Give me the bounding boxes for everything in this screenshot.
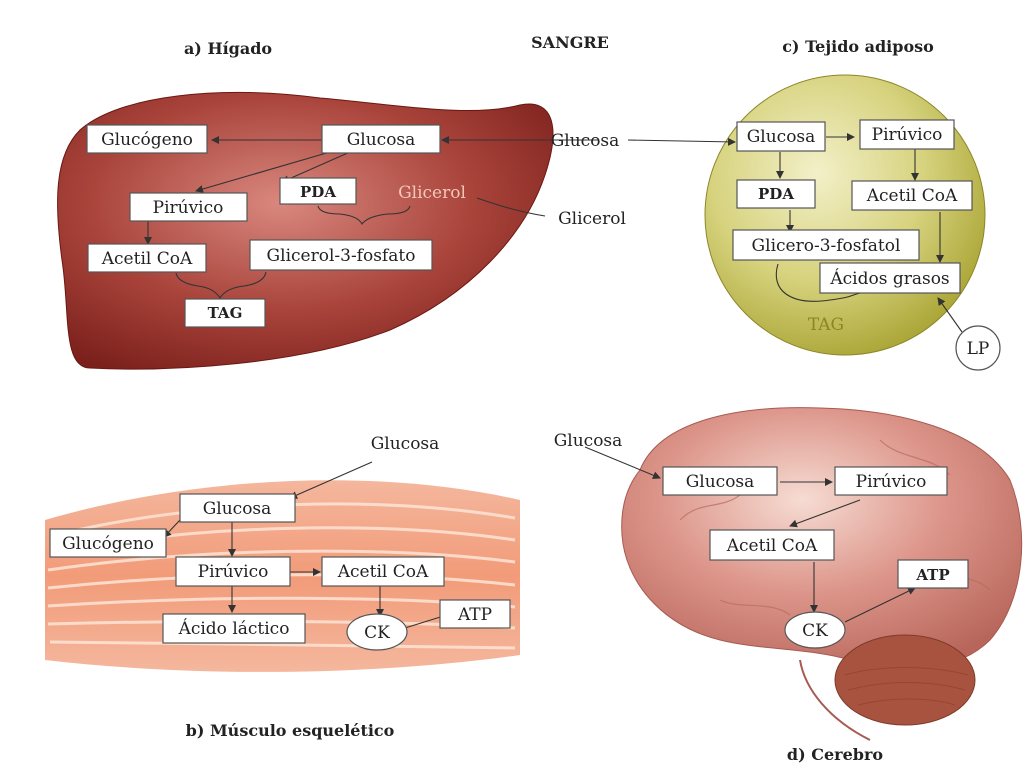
liver-acetil-box: Acetil CoA xyxy=(87,243,207,273)
muscle-acido-box: Ácido láctico xyxy=(162,613,306,644)
liver-pda: PDA xyxy=(300,183,336,201)
adipose-glicero3-box: Glicero-3-fosfatol xyxy=(732,229,920,261)
adipose-glucosa-box: Glucosa xyxy=(736,121,826,152)
muscle-glucogeno-box: Glucógeno xyxy=(49,528,167,558)
adipose-glucosa: Glucosa xyxy=(747,127,816,147)
adipose-glicero3: Glicero-3-fosfatol xyxy=(752,236,901,256)
adipose-lp-circle: LP xyxy=(955,325,1001,371)
brain-glucosa: Glucosa xyxy=(686,472,755,492)
muscle-ck: CK xyxy=(364,623,390,643)
brain-atp: ATP xyxy=(915,566,949,584)
brain-glucosa-box: Glucosa xyxy=(662,466,778,496)
adipose-acetil-box: Acetil CoA xyxy=(851,180,973,211)
liver-acetil-coa: Acetil CoA xyxy=(101,249,193,269)
muscle-title: b) Músculo esquelético xyxy=(186,721,395,740)
muscle-acetil-coa: Acetil CoA xyxy=(337,562,429,582)
adipose-piruvico-box: Pirúvico xyxy=(859,119,955,150)
brain-title: d) Cerebro xyxy=(787,745,883,764)
muscle-glucosa-ext: Glucosa xyxy=(371,434,440,454)
liver-glucogeno: Glucógeno xyxy=(101,130,193,150)
liver-glicerol3: Glicerol-3-fosfato xyxy=(267,246,416,266)
brain-piruvico-box: Pirúvico xyxy=(834,466,948,496)
liver-piruvico-box: Pirúvico xyxy=(129,192,248,222)
sangre-label: SANGRE xyxy=(531,33,609,52)
liver-tag-box: TAG xyxy=(184,298,266,328)
adipose-pda: PDA xyxy=(758,185,794,203)
brain-acetil-coa: Acetil CoA xyxy=(726,536,818,556)
muscle-atp-box: ATP xyxy=(439,599,511,629)
liver-piruvico: Pirúvico xyxy=(153,198,224,218)
adipose-acidos-grasos: Ácidos grasos xyxy=(829,268,949,289)
muscle-acetil-box: Acetil CoA xyxy=(321,556,445,587)
adipose-lp: LP xyxy=(967,339,990,359)
liver-tag: TAG xyxy=(208,304,243,322)
liver-title: a) Hígado xyxy=(184,39,272,58)
liver-glicerol3-box: Glicerol-3-fosfato xyxy=(249,239,433,271)
adipose-title: c) Tejido adiposo xyxy=(782,37,934,56)
adipose-pda-box: PDA xyxy=(736,179,816,209)
liver-pda-box: PDA xyxy=(279,177,357,205)
blood-glucosa: Glucosa xyxy=(551,131,620,151)
liver-shape xyxy=(57,92,554,370)
muscle-glucogeno: Glucógeno xyxy=(62,534,154,554)
brain-ck: CK xyxy=(802,621,828,641)
blood-glicerol: Glicerol xyxy=(558,209,626,229)
liver-glucogeno-box: Glucógeno xyxy=(86,124,208,154)
adipose-tag: TAG xyxy=(808,315,844,335)
adipose-acidos-box: Ácidos grasos xyxy=(819,262,961,294)
adipose-piruvico: Pirúvico xyxy=(872,125,943,145)
liver-glucosa: Glucosa xyxy=(347,130,416,150)
brain-acetil-box: Acetil CoA xyxy=(709,529,835,561)
brain-atp-box: ATP xyxy=(897,559,969,589)
brain-ck-ellipse: CK xyxy=(784,611,846,649)
brain-piruvico: Pirúvico xyxy=(856,472,927,492)
arrows xyxy=(144,133,963,629)
liver-glicerol: Glicerol xyxy=(398,183,466,203)
muscle-atp: ATP xyxy=(457,605,492,625)
adipose-shape xyxy=(704,74,986,356)
cerebellum-shape xyxy=(834,634,976,726)
muscle-glucosa: Glucosa xyxy=(203,499,272,519)
muscle-piruvico: Pirúvico xyxy=(198,562,269,582)
muscle-acido-lactico: Ácido láctico xyxy=(178,618,290,639)
muscle-glucosa-box: Glucosa xyxy=(179,493,296,523)
adipose-acetil-coa: Acetil CoA xyxy=(866,186,958,206)
muscle-piruvico-box: Pirúvico xyxy=(175,556,291,587)
brain-glucosa-ext: Glucosa xyxy=(554,431,623,451)
muscle-ck-ellipse: CK xyxy=(346,613,408,651)
liver-glucosa-box: Glucosa xyxy=(321,124,441,154)
